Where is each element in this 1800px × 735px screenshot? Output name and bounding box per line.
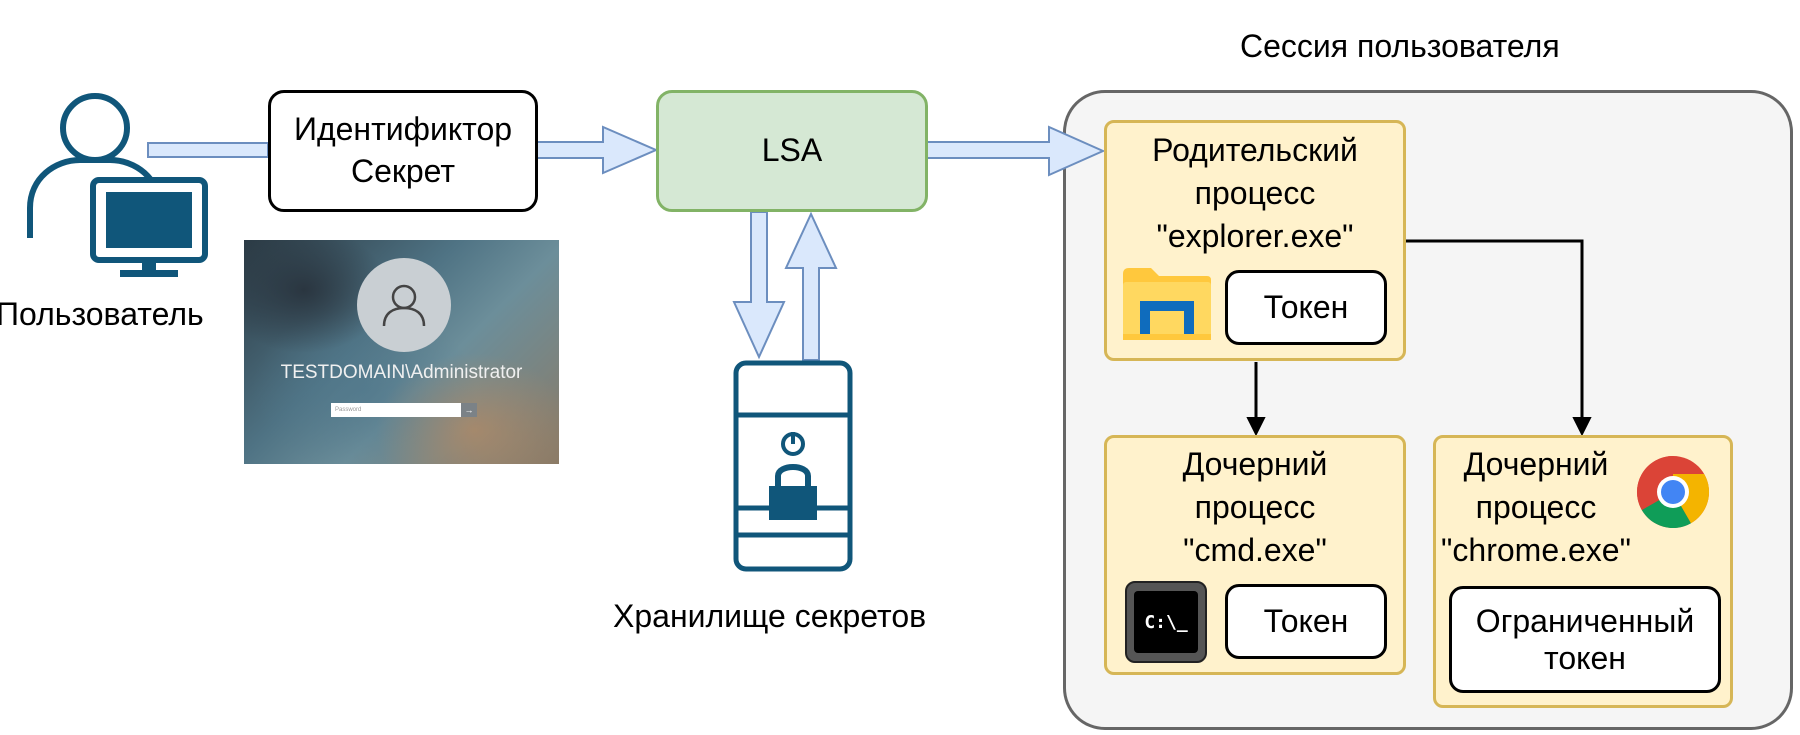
cmd-terminal-icon: C:\_ [1125,581,1207,663]
user-with-computer-icon [27,93,208,277]
chrome-browser-icon [1636,456,1710,529]
child-process-chrome-box: Дочерний процесс "chrome.exe" Ограниченн… [1433,435,1733,708]
arrow-lsa-to-session [926,125,1106,177]
cmd-icon-text: C:\_ [1134,591,1198,653]
arrowhead-chrome [1572,417,1592,437]
login-password-field: Password [331,403,461,417]
arrowhead-cmd [1246,417,1266,437]
lsa-label: LSA [761,132,823,169]
arrow-lsa-to-storage [732,211,786,360]
lsa-box: LSA [656,90,928,212]
secret-storage-server-icon [733,360,853,572]
arrow-storage-to-lsa [784,211,838,361]
credentials-box: Идентификтор Секрет [268,90,538,212]
cmd-token-box: Токен [1225,584,1387,659]
session-title: Сессия пользователя [1240,28,1560,64]
login-submit-icon: → [461,403,477,417]
credentials-secret: Секрет [350,153,456,189]
login-avatar-icon [357,258,451,352]
credentials-identifier: Идентификтор [293,111,513,148]
child-process-chrome-title: Дочерний процесс "chrome.exe" [1441,446,1631,568]
windows-login-screenshot: TESTDOMAIN\Administrator Password → [244,240,559,464]
parent-process-title: Родительский процесс "explorer.exe" [1152,132,1358,254]
folder-explorer-icon [1123,268,1211,340]
restricted-token-box: Ограниченный токен [1449,586,1721,693]
parent-process-box: Родительский процесс "explorer.exe" Токе… [1104,120,1406,361]
user-label: Пользователь [0,296,204,332]
storage-label: Хранилище секретов [613,598,927,634]
arrow-credentials-to-lsa [536,125,659,175]
child-process-cmd-title: Дочерний процесс "cmd.exe" [1182,446,1328,568]
child-process-cmd-box: Дочерний процесс "cmd.exe" C:\_ Токен [1104,435,1406,675]
connector-parent-to-chrome [1405,239,1584,422]
login-username: TESTDOMAIN\Administrator [280,362,523,383]
parent-token-box: Токен [1225,270,1387,345]
